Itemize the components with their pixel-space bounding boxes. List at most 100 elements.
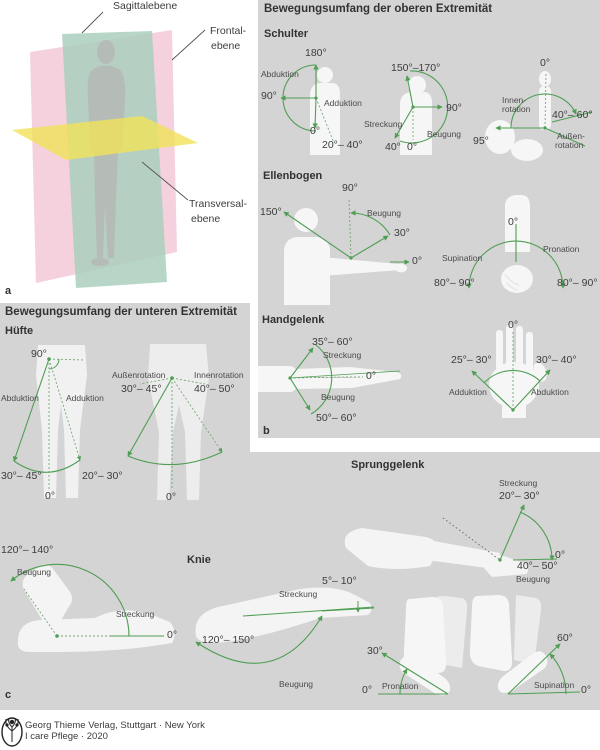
shoulder-streckung-label: Streckung (364, 119, 403, 129)
wrist-deviation-diagram (471, 325, 551, 418)
wrist-streckung-label: Streckung (323, 350, 362, 360)
shoulder-heading: Schulter (264, 28, 309, 40)
ankle-ext-range: 20°– 30° (499, 490, 540, 502)
panel-b-label: b (263, 425, 270, 437)
shoulder-beugung-label: Beugung (427, 129, 462, 139)
wrist-dev-0: 0° (508, 319, 519, 331)
ankle-diagram (344, 504, 558, 577)
thieme-logo (1, 717, 23, 747)
shoulder-rotation-diagram (485, 71, 593, 161)
wrist-flex-range: 50°– 60° (316, 412, 357, 424)
hip-aussenrotation-label: Außenrotation (112, 370, 166, 380)
hip-adduktion-label: Adduktion (66, 393, 104, 403)
edition-line: I care Pflege · 2020 (25, 731, 108, 742)
elbow-flexion-diagram (283, 197, 410, 305)
wrist-beugung-label: Beugung (321, 392, 356, 402)
wrist-adduktion-label: Adduktion (449, 387, 487, 397)
shoulder-abd-90: 90° (261, 90, 277, 102)
sagittal-plane-label: Sagittalebene (113, 0, 178, 12)
transversal-plane-label-1: Transversal- (189, 198, 247, 210)
elbow-30: 30° (394, 227, 410, 239)
shoulder-aussenrotation-label-1: Außen- (557, 131, 585, 141)
knee-diagram (195, 587, 375, 664)
hip-streckung-label: Streckung (116, 609, 155, 619)
knee-flex-range: 120°– 150° (202, 634, 255, 646)
hip-rotation-diagram (127, 344, 223, 500)
elbow-beugung-label: Beugung (367, 208, 402, 218)
hip-abduktion-label: Abduktion (1, 393, 39, 403)
hip-rot-0: 0° (166, 491, 177, 503)
shoulder-ext-40: 40° (385, 141, 401, 153)
shoulder-flex-90: 90° (446, 102, 462, 114)
shoulder-flex-range: 150°–170° (391, 62, 441, 74)
shoulder-adduktion-label: Adduktion (324, 98, 362, 108)
hip-add-range: 20°– 30° (82, 470, 123, 482)
hip-heading: Hüfte (5, 325, 34, 337)
wrist-add-range: 25°– 30° (451, 354, 492, 366)
shoulder-flexion-diagram (394, 70, 449, 155)
hip-beugung-label: Beugung (17, 567, 52, 577)
knee-ext-range: 5°– 10° (322, 575, 357, 587)
ankle-beugung-label: Beugung (516, 574, 551, 584)
wrist-ext-range: 35°– 60° (312, 336, 353, 348)
frontal-plane-label-1: Frontal- (210, 25, 247, 37)
upper-extremity-title: Bewegungsumfang der oberen Extremität (264, 3, 493, 15)
forearm-supination-label: Supination (442, 253, 483, 263)
wrist-flexion-diagram (258, 344, 402, 415)
elbow-0: 0° (412, 255, 423, 267)
frontal-plane-label-2: ebene (211, 40, 241, 52)
shoulder-abduction-diagram (280, 64, 340, 155)
shoulder-rot-0: 0° (540, 57, 551, 69)
wrist-0: 0° (366, 370, 377, 382)
hip-abd-range: 30°– 45° (1, 470, 42, 482)
shoulder-abduktion-label: Abduktion (261, 69, 299, 79)
panel-c-label: c (5, 689, 12, 701)
publisher-line: Georg Thieme Verlag, Stuttgart · New Yor… (25, 720, 205, 731)
forearm-pro-range: 80°– 90° (557, 277, 598, 289)
foot-pronation-diagram (378, 596, 468, 696)
elbow-90: 90° (342, 182, 358, 194)
ankle-streckung-label: Streckung (499, 478, 538, 488)
forearm-sup-range: 80°– 90° (434, 277, 475, 289)
forearm-pronation-label: Pronation (543, 244, 580, 254)
forearm-rot-0: 0° (508, 216, 519, 228)
body-planes-figure (12, 11, 206, 288)
shoulder-rot-range: 40°– 60° (552, 109, 593, 121)
shoulder-innenrotation-label-1: Innen- (502, 95, 527, 105)
hip-90: 90° (31, 348, 47, 360)
wrist-abd-range: 30°– 40° (536, 354, 577, 366)
foot-pro-0: 0° (362, 684, 373, 696)
wrist-heading: Handgelenk (262, 314, 325, 326)
shoulder-abd-0: 0° (310, 125, 321, 137)
lower-extremity-title: Bewegungsumfang der unteren Extremität (5, 306, 237, 318)
hip-flex-range: 120°– 140° (1, 544, 54, 556)
forearm-rotation-diagram (466, 195, 566, 293)
knee-streckung-label: Streckung (279, 589, 318, 599)
shoulder-rot-95: 95° (473, 135, 489, 147)
hip-abduction-diagram (12, 345, 87, 498)
hip-flexion-diagram (10, 563, 175, 652)
panel-a-label: a (5, 285, 12, 297)
shoulder-flex-0: 0° (407, 141, 418, 153)
ankle-heading: Sprunggelenk (351, 459, 425, 471)
knee-heading: Knie (187, 554, 211, 566)
ankle-flex-range: 40°– 50° (517, 560, 558, 572)
knee-beugung-label: Beugung (279, 679, 314, 689)
foot-pronation-label: Pronation (382, 681, 419, 691)
elbow-150: 150° (260, 206, 282, 218)
shoulder-add-range: 20°– 40° (322, 139, 363, 151)
elbow-heading: Ellenbogen (263, 170, 323, 182)
hip-flex-0: 0° (167, 629, 178, 641)
transversal-plane-label-2: ebene (191, 213, 221, 225)
shoulder-aussenrotation-label-2: rotation (555, 140, 584, 150)
foot-pro-30: 30° (367, 645, 383, 657)
hip-innenrotation-label: Innenrotation (194, 370, 244, 380)
foot-supination-diagram (469, 595, 581, 695)
hip-aussen-range: 30°– 45° (121, 383, 162, 395)
hip-abd-0: 0° (45, 490, 56, 502)
foot-sup-60: 60° (557, 632, 573, 644)
wrist-abduktion-label: Abduktion (531, 387, 569, 397)
hip-innen-range: 40°– 50° (194, 383, 235, 395)
